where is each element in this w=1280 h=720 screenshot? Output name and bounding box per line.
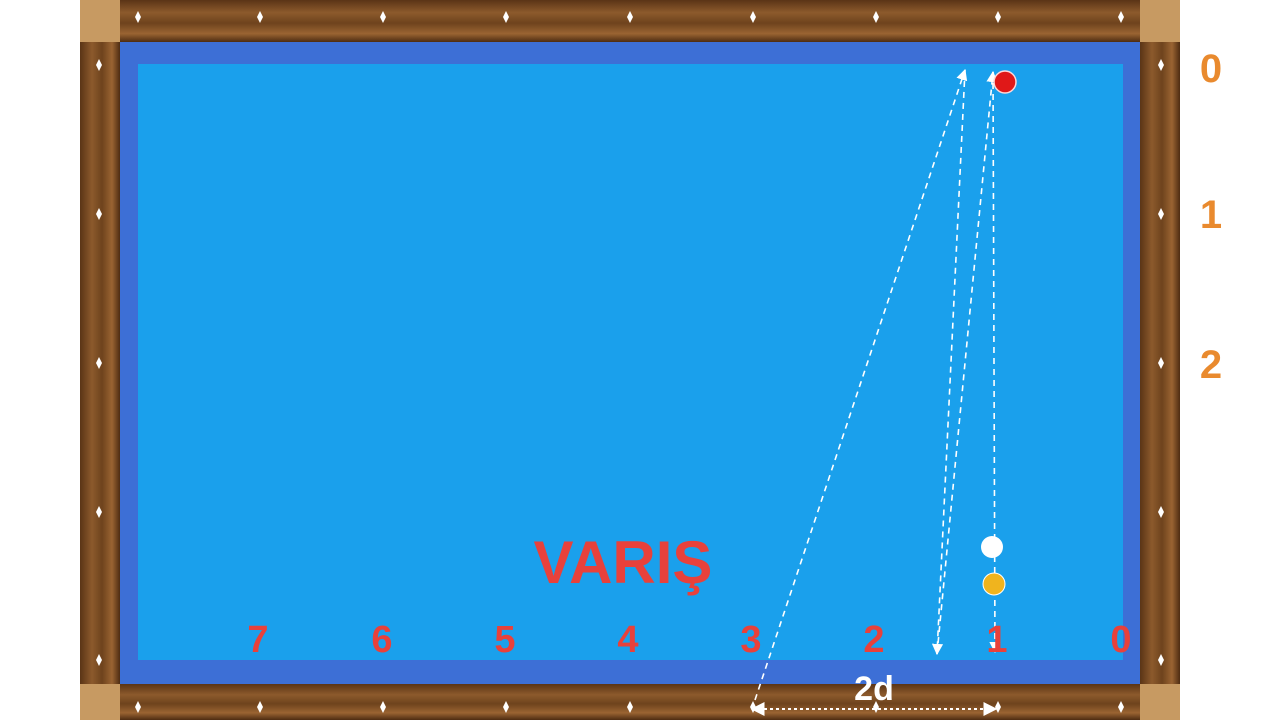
red-ball (993, 70, 1017, 94)
diamond-marker-icon (503, 701, 509, 713)
bottom-number-4: 4 (617, 619, 638, 661)
diamond-marker-icon (96, 654, 102, 666)
side-number-0: 0 (1200, 47, 1222, 91)
bottom-number-1: 1 (986, 619, 1007, 661)
diamond-marker-icon (627, 11, 633, 23)
bottom-number-3: 3 (740, 619, 761, 661)
diamond-marker-icon (1158, 208, 1164, 220)
bottom-number-7: 7 (247, 619, 268, 661)
side-rail-numbers: 0 1 2 (1200, 47, 1222, 387)
diamond-marker-icon (750, 11, 756, 23)
diamond-marker-icon (995, 11, 1001, 23)
distance-label: 2d (854, 670, 894, 708)
diamond-marker-icon (1118, 11, 1124, 23)
diamond-marker-icon (1158, 357, 1164, 369)
diamond-marker-icon (1158, 506, 1164, 518)
side-number-2: 2 (1200, 343, 1222, 387)
bottom-number-5: 5 (494, 619, 515, 661)
bottom-number-2: 2 (863, 619, 884, 661)
diamond-marker-icon (257, 701, 263, 713)
title-label: VARIŞ (534, 529, 713, 596)
corner-top-right (1140, 0, 1180, 42)
yellow-ball (982, 572, 1006, 596)
diamond-marker-icon (135, 11, 141, 23)
diamond-marker-icon (135, 701, 141, 713)
diamond-marker-icon (503, 11, 509, 23)
diamond-marker-icon (1158, 59, 1164, 71)
diamond-marker-icon (96, 506, 102, 518)
path-bottom-to-red (936, 70, 998, 655)
distance-measure: 2d (750, 670, 998, 716)
diamond-marker-icon (96, 59, 102, 71)
diamond-marker-icon (627, 701, 633, 713)
table-cloth (138, 64, 1123, 660)
diamond-marker-icon (257, 11, 263, 23)
bottom-number-6: 6 (371, 619, 392, 661)
path-from-rail-to-top (754, 68, 968, 701)
path-red-to-bottom-right (989, 71, 1001, 654)
corner-bottom-right (1140, 684, 1180, 720)
diamond-marker-icon (1158, 654, 1164, 666)
diamond-marker-icon (96, 357, 102, 369)
white-ball (981, 536, 1003, 558)
corner-bottom-left (80, 684, 120, 720)
bottom-number-0: 0 (1110, 619, 1131, 661)
diamond-marker-icon (380, 11, 386, 23)
diamond-marker-icon (873, 11, 879, 23)
corner-top-left (80, 0, 120, 42)
diamond-marker-icon (96, 208, 102, 220)
diamond-marker-icon (1118, 701, 1124, 713)
side-number-1: 1 (1200, 193, 1222, 237)
shot-paths (754, 68, 1001, 701)
diamond-marker-icon (380, 701, 386, 713)
bottom-rail-numbers: 7 6 5 4 3 2 1 0 (247, 619, 1131, 661)
path-top-to-bottom-left (931, 69, 966, 656)
